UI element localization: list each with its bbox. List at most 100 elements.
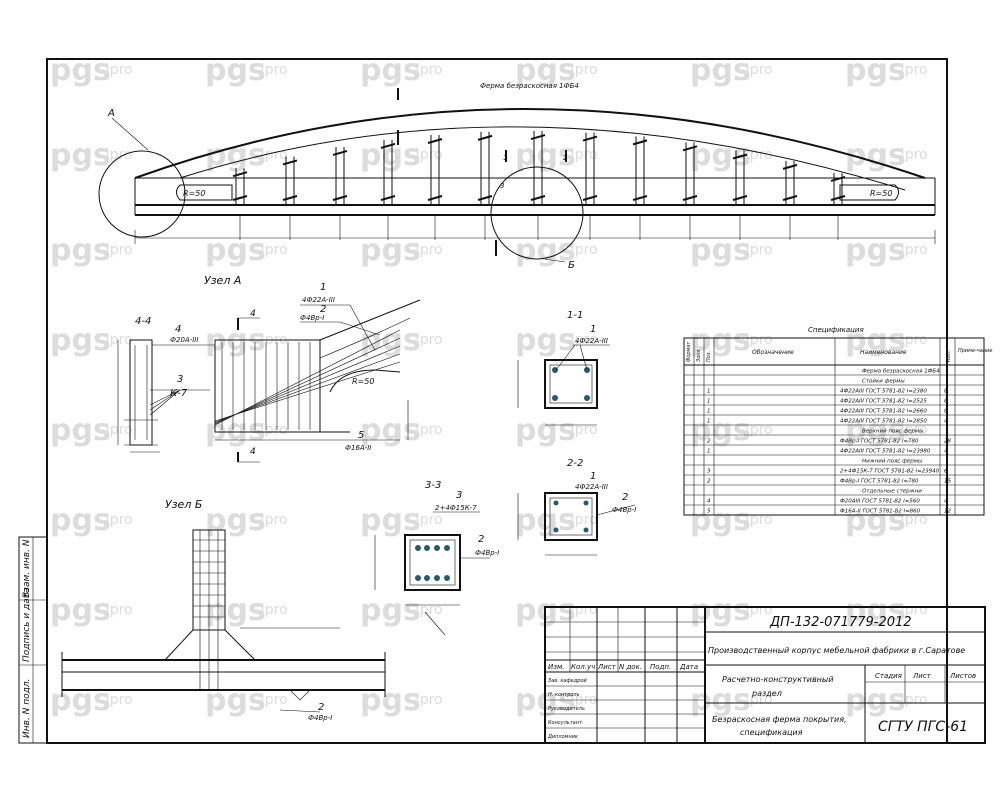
watermark-suffix: |pro <box>415 602 443 618</box>
tb-section-2: раздел <box>751 689 782 698</box>
watermark-suffix: |pro <box>415 242 443 258</box>
watermark-suffix: |pro <box>105 602 133 618</box>
node-a-title: Узел А <box>204 274 241 287</box>
rebar-dot <box>583 500 589 506</box>
watermark-suffix: |pro <box>105 422 133 438</box>
s33-text-2: Ф4Вр-I <box>475 549 499 557</box>
spec-title: Спецификация <box>808 326 864 334</box>
watermark-suffix: |pro <box>415 62 443 78</box>
tb-section-1: Расчетно-конструктивный <box>722 675 833 684</box>
watermark-brand: pgs <box>845 503 906 538</box>
section-mark-3: 3 <box>500 182 504 190</box>
tb-role-0: Зав. кафедрой <box>548 678 588 684</box>
watermark-brand: pgs <box>515 233 576 268</box>
node-b-callout-num: 2 <box>318 702 324 713</box>
watermark-suffix: |pro <box>900 692 928 708</box>
inv-sub-label: Взам. инв. N <box>22 539 32 598</box>
spec-row-qty: 8 <box>944 409 948 415</box>
tb-stage: Стадия <box>875 672 902 680</box>
tb-code: ДП-132-071779-2012 <box>769 615 912 630</box>
s11-text: 4Ф22А-III <box>575 337 608 345</box>
rebar-dot <box>553 500 559 506</box>
watermark-suffix: |pro <box>260 242 288 258</box>
spec-row-pos: 2 <box>707 439 711 445</box>
watermark-suffix: |pro <box>260 62 288 78</box>
watermark-brand: pgs <box>690 503 751 538</box>
radius-left: R=50 <box>183 189 205 198</box>
section-3-3: 3-3 3 2+4Ф15К-7 2 Ф4Вр-I <box>374 480 499 636</box>
s33-callout-2: 2 <box>478 534 484 545</box>
watermark-brand: pgs <box>205 503 266 538</box>
watermark-suffix: |pro <box>415 422 443 438</box>
section-mark-1: 1 <box>503 154 507 162</box>
watermark-brand: pgs <box>360 593 421 628</box>
spec-row-name: Ф4Вр-I ГОСТ 5781-82 l=780 <box>840 479 919 485</box>
spec-row-pos: 2 <box>707 479 711 485</box>
watermark-suffix: |pro <box>105 62 133 78</box>
section-2-2: 2-2 1 4Ф22А-III 2 Ф4Вр-I <box>517 458 636 556</box>
tb-sheet: Лист <box>912 672 932 680</box>
callout-3-num: 3 <box>177 374 183 385</box>
tb-h-list: Лист <box>597 663 617 671</box>
section-4-4-body <box>129 339 153 446</box>
side-stamp: Взам. инв. N Подпись и дата Инв. N подл. <box>18 536 48 744</box>
node-b-detail: Узел Б 2 Ф4Вр-I <box>61 498 386 722</box>
node-b-circle <box>490 166 584 260</box>
spec-row-name: Ф20АIII ГОСТ 5781-82 l=560 <box>840 499 920 505</box>
tb-sheet-name-1: Безраскосная ферма покрытия, <box>712 715 847 724</box>
cut-label-bottom: 4 <box>250 447 256 457</box>
tb-sheet-name-2: спецификация <box>740 728 803 737</box>
watermark-brand: pgs <box>845 323 906 358</box>
spec-row-qty: 28 <box>944 439 951 445</box>
spec-row-name: Ферма безраскосная 1ФБ4 <box>862 369 940 375</box>
callout-3-text: К-7 <box>170 388 188 399</box>
watermark-suffix: |pro <box>415 692 443 708</box>
watermark-brand: pgs <box>50 503 111 538</box>
spec-row-pos: 3 <box>707 469 711 475</box>
spec-row-qty: 15 <box>944 479 951 485</box>
watermark-suffix: |pro <box>900 422 928 438</box>
title-block: Изм. Кол.уч Лист N док. Подп. Дата Зав. … <box>544 606 986 744</box>
watermark-brand: pgs <box>360 233 421 268</box>
watermark-suffix: |pro <box>745 692 773 708</box>
watermark-suffix: |pro <box>745 602 773 618</box>
watermark-brand: pgs <box>690 413 751 448</box>
rebar-dot <box>552 367 558 373</box>
watermark-suffix: |pro <box>745 512 773 528</box>
watermark-brand: pgs <box>360 503 421 538</box>
section-2-2-title: 2-2 <box>567 458 583 469</box>
spec-row-name: 2+4Ф15К-7 ГОСТ 5781-82 l=23940 <box>840 469 940 475</box>
watermark-brand: pgs <box>690 593 751 628</box>
spec-h-pos: Поз. <box>706 351 712 362</box>
spec-row-qty: 4 <box>944 449 948 455</box>
spec-row-name: Отдельные стержни <box>862 489 922 495</box>
watermark-brand: pgs <box>690 233 751 268</box>
watermark-suffix: |pro <box>415 332 443 348</box>
spec-h-format: Формат <box>686 341 692 362</box>
watermark-brand: pgs <box>360 138 421 173</box>
spec-row-name: Нижний пояс фермы <box>862 459 923 465</box>
tb-h-ndok: N док. <box>619 663 642 671</box>
watermark-suffix: |pro <box>105 147 133 163</box>
spec-row-name: Ф4Вр-I ГОСТ 5781-82 l=780 <box>840 439 919 445</box>
spec-row-qty: 6 <box>944 469 948 475</box>
rebar-dot <box>553 527 559 533</box>
spec-row-name: Ф16А-II ГОСТ 5781-82 l=860 <box>840 509 921 515</box>
watermark-suffix: |pro <box>105 512 133 528</box>
spec-row-name: Стойки фермы <box>862 379 905 385</box>
watermark-suffix: |pro <box>570 332 598 348</box>
spec-h-qty: Кол. <box>946 351 952 362</box>
node-a-radius: R=50 <box>352 377 374 386</box>
truss-elevation: Ферма безраскосная 1ФБ4 R=50 R=50 А Б 1 <box>98 82 936 271</box>
tb-sheets: Листов <box>949 672 976 680</box>
tb-h-date: Дата <box>679 663 698 671</box>
tb-h-kol: Кол.уч <box>571 663 595 671</box>
watermark-brand: pgs <box>845 413 906 448</box>
callout-2-text-a: Ф4Вр-I <box>300 314 324 322</box>
section-4-4-title: 4-4 <box>135 316 151 327</box>
node-a-label: А <box>107 108 115 119</box>
spec-row-pos: 1 <box>707 389 711 395</box>
watermark-suffix: |pro <box>415 147 443 163</box>
callout-4-text: Ф20А-III <box>170 336 198 344</box>
watermark-suffix: |pro <box>900 62 928 78</box>
